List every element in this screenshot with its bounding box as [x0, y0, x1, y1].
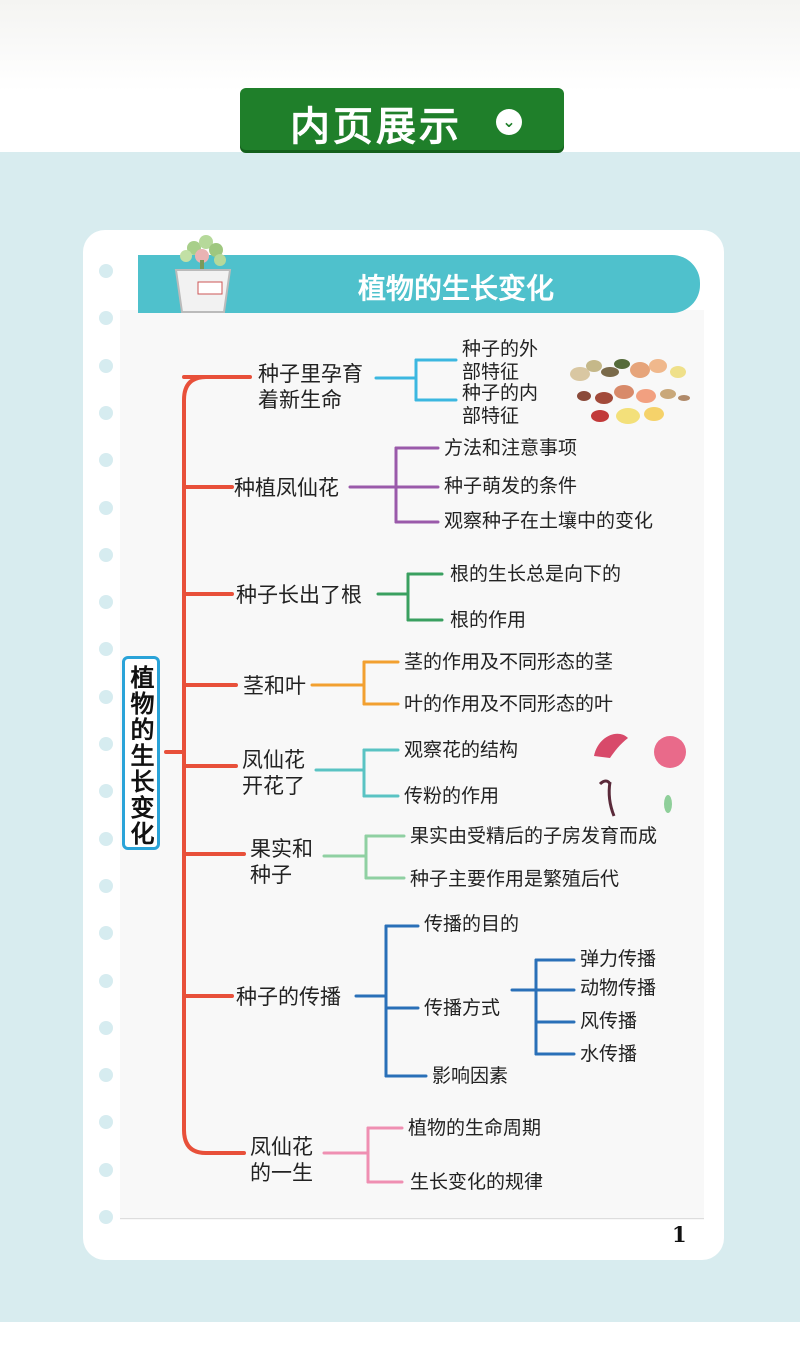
- binder-hole: [99, 405, 113, 420]
- leaf-label: 传播方式: [424, 997, 501, 1019]
- binder-hole: [99, 878, 113, 893]
- page-number: 1: [672, 1222, 687, 1247]
- banner-title: 内页展示: [290, 104, 462, 150]
- sub-leaf-label: 动物传播: [580, 977, 657, 999]
- branch-label: 凤仙花 的一生: [250, 1135, 313, 1185]
- footer-divider: [120, 1218, 704, 1219]
- sub-leaf-label: 水传播: [580, 1043, 638, 1065]
- leaf-label: 方法和注意事项: [444, 437, 578, 459]
- leaf-label: 观察种子在土壤中的变化: [444, 510, 654, 532]
- branch-label: 种子长出了根: [236, 583, 362, 607]
- leaf-label: 传粉的作用: [404, 785, 500, 807]
- sub-leaf-label: 弹力传播: [580, 948, 657, 970]
- leaf-label: 观察花的结构: [404, 739, 519, 761]
- root-label: 植物的生长变化: [126, 665, 154, 847]
- leaf-label: 种子萌发的条件: [444, 475, 578, 497]
- binder-hole: [99, 1162, 113, 1177]
- binder-hole: [99, 1115, 113, 1130]
- leaf-label: 叶的作用及不同形态的叶: [404, 693, 614, 715]
- leaf-label: 种子的内 部特征: [462, 382, 539, 427]
- branch-label: 种植凤仙花: [234, 476, 339, 500]
- leaf-label: 茎的作用及不同形态的茎: [404, 651, 614, 673]
- branch-label: 种子里孕育 着新生命: [258, 361, 363, 413]
- binder-hole: [99, 831, 113, 846]
- binder-hole: [99, 500, 113, 515]
- leaf-label: 生长变化的规律: [410, 1171, 544, 1193]
- leaf-label: 影响因素: [432, 1065, 509, 1087]
- binder-hole: [99, 784, 113, 799]
- binder-hole: [99, 642, 113, 657]
- leaf-label: 传播的目的: [424, 913, 520, 935]
- binder-hole: [99, 264, 113, 278]
- leaf-label: 根的作用: [450, 609, 527, 631]
- binder-hole: [99, 973, 113, 988]
- binder-hole: [99, 737, 113, 751]
- leaf-label: 种子主要作用是繁殖后代: [410, 868, 620, 890]
- leaf-label: 种子的外 部特征: [462, 338, 539, 383]
- chapter-header: 植物的生长变化: [138, 255, 700, 313]
- branch-label: 茎和叶: [243, 674, 306, 698]
- branch-label: 种子的传播: [236, 985, 341, 1009]
- branch-label: 果实和 种子: [250, 837, 313, 887]
- binder-hole: [99, 689, 113, 704]
- binder-hole: [99, 1020, 113, 1035]
- binder-hole: [99, 1068, 113, 1083]
- flower-parts-illustration: [594, 733, 686, 817]
- branch-1-text: 种子里孕育 着新生命: [258, 362, 363, 412]
- seeds-illustration: [570, 359, 690, 424]
- binder-hole: [99, 547, 113, 562]
- chevron-down-icon[interactable]: ⌄: [496, 109, 522, 135]
- binder-hole: [99, 311, 113, 326]
- leaf-label: 果实由受精后的子房发育而成: [410, 825, 658, 847]
- binder-hole: [99, 595, 113, 610]
- branch-label: 凤仙花 开花了: [242, 748, 305, 798]
- binder-hole: [99, 453, 113, 468]
- section-banner: 内页展示 ⌄: [240, 88, 564, 150]
- sub-leaf-label: 风传播: [580, 1010, 638, 1032]
- chapter-title: 植物的生长变化: [358, 272, 555, 305]
- binder-hole: [99, 926, 113, 941]
- binder-hole: [99, 1210, 113, 1224]
- plant-pot-icon: [174, 235, 232, 313]
- root-node: 植物的生长变化: [122, 656, 160, 850]
- leaf-label: 植物的生命周期: [408, 1117, 542, 1139]
- leaf-label: 根的生长总是向下的: [450, 563, 622, 585]
- binder-hole: [99, 358, 113, 373]
